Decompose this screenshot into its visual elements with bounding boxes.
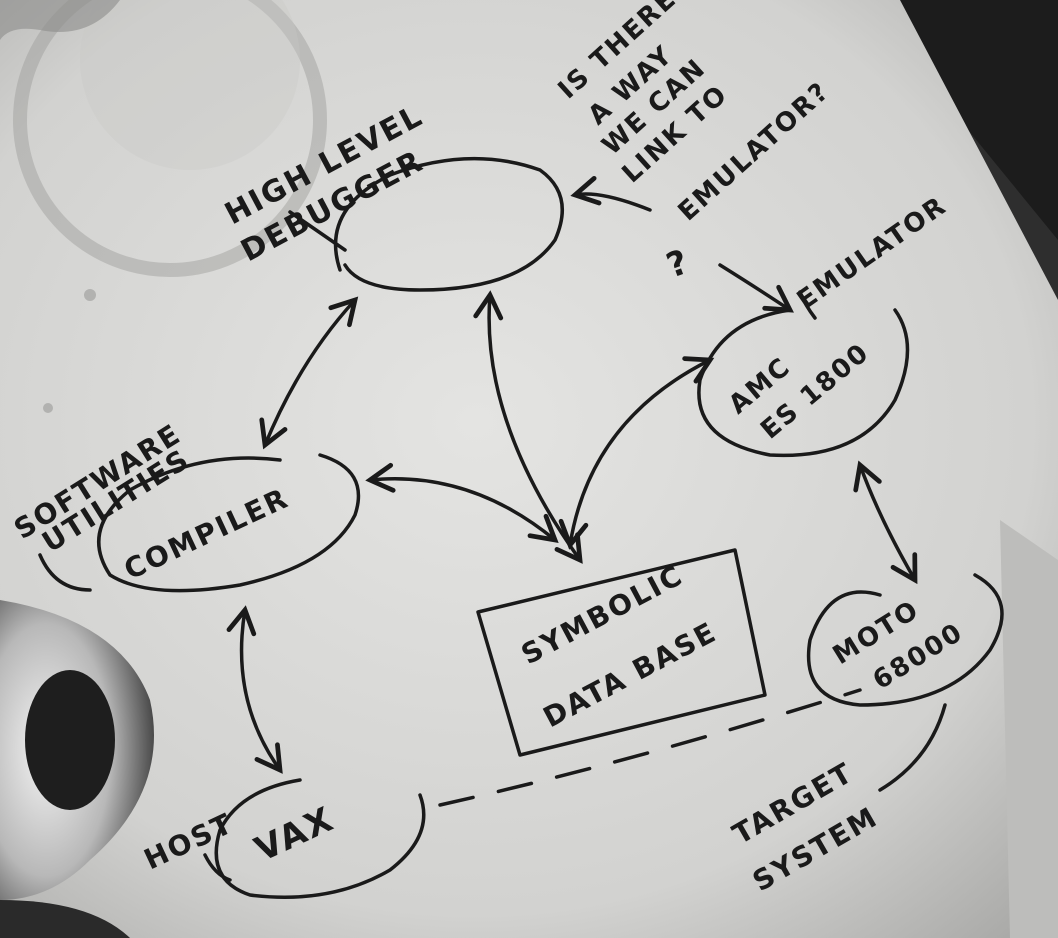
software-utilities-bracket <box>38 553 92 592</box>
arrow-compiler-vax <box>226 605 283 774</box>
arrow-debugger-compiler <box>259 296 359 450</box>
host-pointer-line <box>203 853 232 882</box>
coffee-stain <box>13 0 327 277</box>
debugger-pointer-line <box>288 210 347 252</box>
arrow-to-emulator <box>718 263 794 313</box>
arrow-amc-moto <box>853 460 918 585</box>
vax-ellipse <box>214 778 426 899</box>
dashed-link-vax-moto <box>438 688 862 807</box>
drip-stain <box>43 403 53 413</box>
moto-ellipse <box>806 573 1004 707</box>
arrow-database-amc <box>558 356 715 550</box>
emulator-pointer-line <box>798 290 817 320</box>
debugger-ellipse <box>333 156 564 292</box>
mug-handle <box>0 600 154 938</box>
target-pointer-line <box>878 703 947 792</box>
paper-stack-edge <box>1000 520 1058 938</box>
arrow-to-debugger-question <box>570 175 652 212</box>
wire-shadow <box>0 0 120 40</box>
compiler-ellipse <box>97 453 361 593</box>
amc-ellipse <box>697 308 910 458</box>
symbolic-database-box <box>476 548 767 757</box>
coffee-stain-inner <box>80 0 300 170</box>
arrow-compiler-database <box>365 462 559 544</box>
drip-stain <box>84 289 96 301</box>
